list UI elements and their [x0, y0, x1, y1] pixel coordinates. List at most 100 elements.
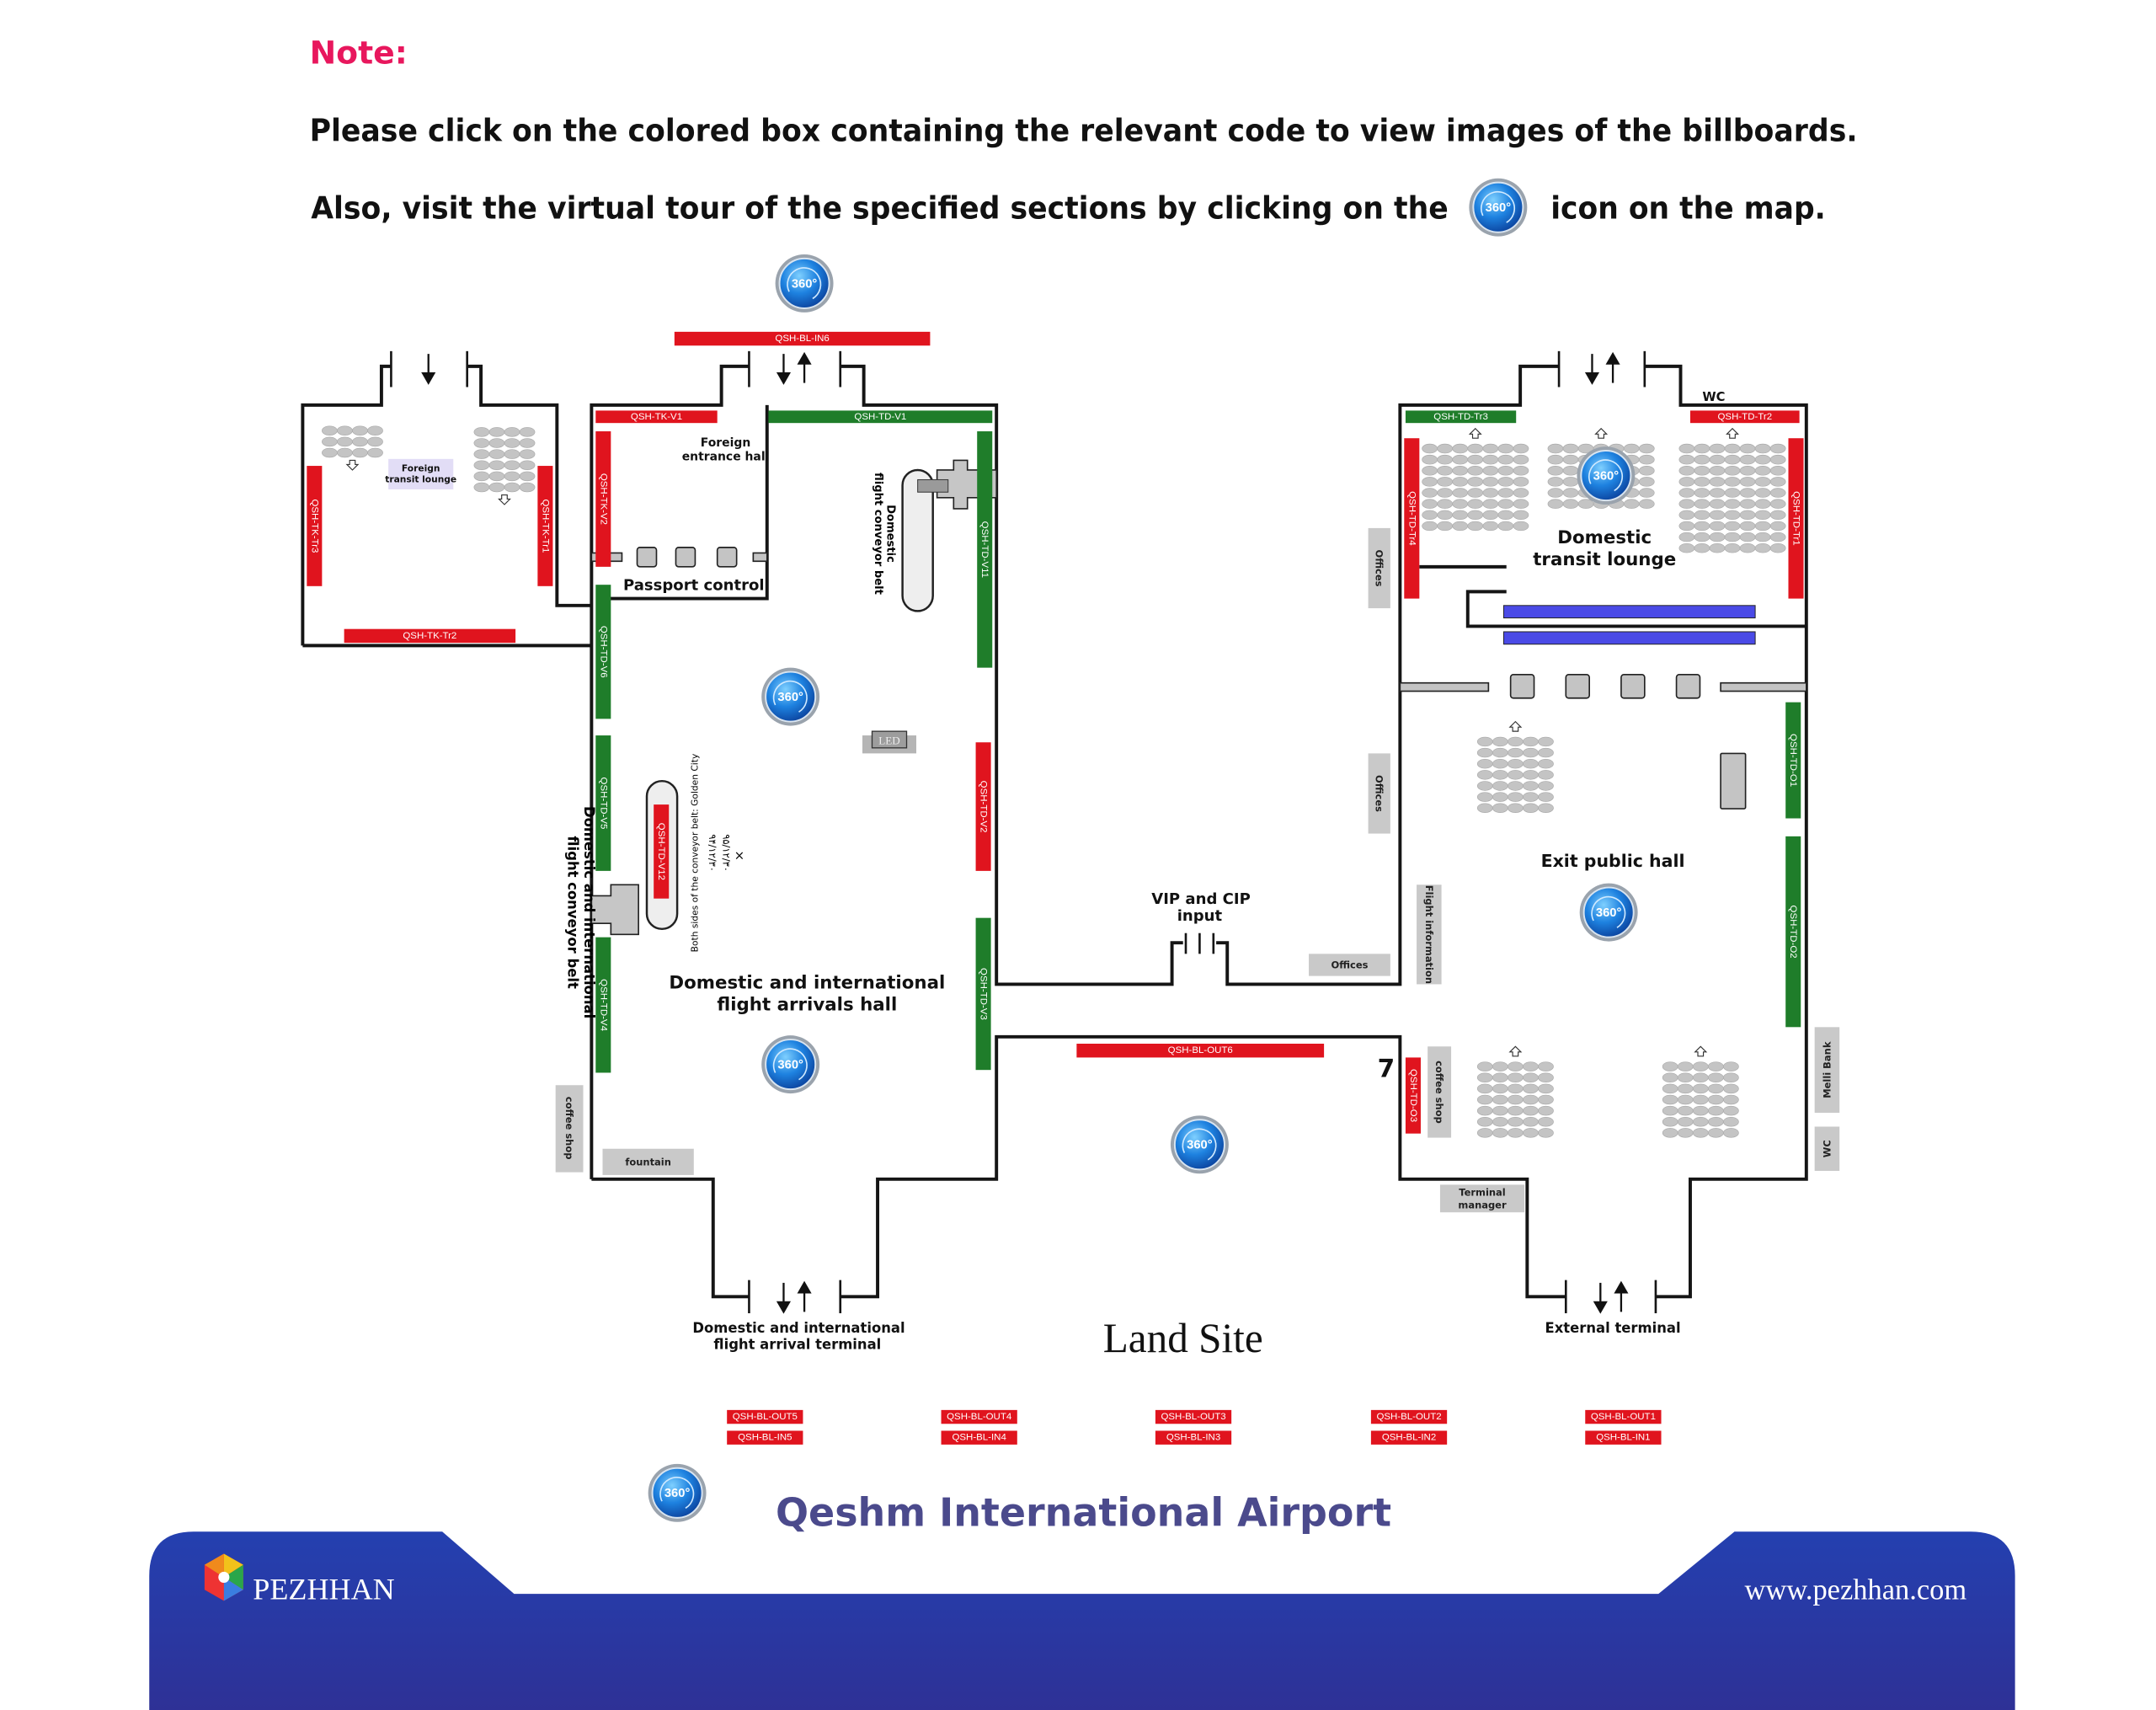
billboard-box[interactable] — [941, 1409, 1017, 1424]
billboard-code: QSH-TD-V12 — [656, 823, 666, 880]
seating-areas — [322, 425, 1786, 1138]
arrow-up-icon — [1605, 351, 1620, 383]
billboard-qsh-td-tr2[interactable]: QSH-TD-Tr2 — [1689, 410, 1800, 424]
billboard-box[interactable] — [975, 917, 991, 1071]
360-tour-icon[interactable]: 360° — [775, 254, 834, 313]
billboard-box[interactable] — [1585, 1430, 1662, 1445]
billboard-box[interactable] — [1785, 702, 1801, 819]
golden-city-date-2: ۹۵/۱۲/۳۰ — [720, 834, 732, 872]
billboard-box[interactable] — [537, 466, 553, 586]
billboard-box[interactable] — [941, 1430, 1017, 1445]
exit-gates — [1399, 674, 1807, 810]
billboard-box[interactable] — [595, 410, 718, 424]
billboard-code: QSH-BL-IN5 — [738, 1433, 792, 1443]
external-terminal-label: External terminal — [1545, 1320, 1681, 1336]
360-tour-icon[interactable]: 360° — [648, 1463, 707, 1522]
billboard-box[interactable] — [595, 735, 611, 871]
billboard-box[interactable] — [977, 431, 993, 668]
passport-control-label: Passport control — [623, 577, 765, 595]
billboard-qsh-td-v12[interactable]: QSH-TD-V12 — [654, 804, 670, 899]
billboard-qsh-td-tr3[interactable]: QSH-TD-Tr3 — [1405, 410, 1517, 424]
billboard-box[interactable] — [595, 585, 611, 719]
billboard-qsh-bl-out3[interactable]: QSH-BL-OUT3 — [1155, 1409, 1232, 1424]
billboard-box[interactable] — [595, 937, 611, 1073]
billboard-qsh-bl-out4[interactable]: QSH-BL-OUT4 — [941, 1409, 1017, 1424]
360-tour-icon[interactable]: 360° — [1170, 1115, 1229, 1174]
billboard-box[interactable] — [307, 466, 323, 586]
billboard-qsh-bl-out2[interactable]: QSH-BL-OUT2 — [1370, 1409, 1448, 1424]
billboard-box[interactable] — [1785, 836, 1801, 1028]
billboard-qsh-bl-in2[interactable]: QSH-BL-IN2 — [1370, 1430, 1448, 1445]
billboard-qsh-bl-in5[interactable]: QSH-BL-IN5 — [727, 1430, 803, 1445]
billboard-box[interactable] — [344, 628, 516, 644]
billboard-box[interactable] — [727, 1430, 803, 1445]
billboard-qsh-td-v4[interactable]: QSH-TD-V4 — [595, 937, 611, 1073]
billboard-qsh-td-v11[interactable]: QSH-TD-V11 — [977, 431, 993, 668]
billboard-qsh-td-o2[interactable]: QSH-TD-O2 — [1785, 836, 1801, 1028]
billboard-qsh-td-v5[interactable]: QSH-TD-V5 — [595, 735, 611, 871]
arrow-down-icon — [776, 354, 792, 385]
billboard-box[interactable] — [1585, 1409, 1662, 1424]
facility-offices-3: Offices — [1309, 954, 1390, 976]
footer-brand: PEZHHAN — [253, 1573, 394, 1606]
billboard-qsh-td-v1[interactable]: QSH-TD-V1 — [768, 410, 993, 424]
billboard-qsh-td-v2[interactable]: QSH-TD-V2 — [975, 742, 991, 871]
billboard-box[interactable] — [727, 1409, 803, 1424]
billboard-qsh-td-tr1[interactable]: QSH-TD-Tr1 — [1788, 438, 1804, 599]
billboard-box[interactable] — [595, 431, 611, 567]
billboard-code: QSH-TD-O1 — [1788, 734, 1798, 787]
billboard-qsh-bl-out1[interactable]: QSH-BL-OUT1 — [1585, 1409, 1662, 1424]
billboard-qsh-tk-tr1[interactable]: QSH-TK-Tr1 — [537, 466, 553, 586]
billboard-code: QSH-TD-V3 — [979, 968, 989, 1020]
billboard-box[interactable] — [1155, 1409, 1232, 1424]
footer-website[interactable]: www.pezhhan.com — [1744, 1574, 1967, 1606]
billboard-qsh-tk-v1[interactable]: QSH-TK-V1 — [595, 410, 718, 424]
billboard-box[interactable] — [1788, 438, 1804, 599]
billboard-box[interactable] — [1370, 1430, 1448, 1445]
svg-text:Melli Bank: Melli Bank — [1821, 1041, 1833, 1098]
billboard-qsh-td-v6[interactable]: QSH-TD-V6 — [595, 585, 611, 719]
billboard-box[interactable] — [1155, 1430, 1232, 1445]
billboard-qsh-td-tr4[interactable]: QSH-TD-Tr4 — [1404, 438, 1420, 599]
billboard-box[interactable] — [1405, 1057, 1421, 1134]
domestic-conveyor-label: Domesticflight conveyor belt — [872, 473, 897, 595]
billboard-qsh-bl-in4[interactable]: QSH-BL-IN4 — [941, 1430, 1017, 1445]
billboard-code: QSH-BL-OUT2 — [1376, 1412, 1441, 1422]
billboard-box[interactable] — [768, 410, 993, 424]
billboard-box[interactable] — [975, 742, 991, 871]
billboard-box[interactable] — [1405, 410, 1517, 424]
facility-coffee-shop-left: coffee shop — [555, 1085, 584, 1173]
billboard-code: QSH-TK-V1 — [631, 412, 682, 422]
billboard-qsh-td-o3[interactable]: QSH-TD-O3 — [1405, 1057, 1421, 1134]
billboard-qsh-td-v3[interactable]: QSH-TD-V3 — [975, 917, 991, 1071]
billboard-code: QSH-BL-OUT5 — [733, 1412, 798, 1422]
billboard-qsh-tk-tr3[interactable]: QSH-TK-Tr3 — [307, 466, 323, 586]
billboard-box[interactable] — [654, 804, 670, 899]
billboard-qsh-tk-tr2[interactable]: QSH-TK-Tr2 — [344, 628, 516, 644]
360-tour-icon[interactable]: 360° — [1469, 178, 1528, 237]
svg-text:coffee shop: coffee shop — [1433, 1061, 1445, 1124]
billboard-qsh-tk-v2[interactable]: QSH-TK-V2 — [595, 431, 611, 567]
billboard-box[interactable] — [1689, 410, 1800, 424]
seat-arrow-icon — [1468, 427, 1482, 439]
billboard-box[interactable] — [1370, 1409, 1448, 1424]
pezhhan-logo-icon — [204, 1553, 243, 1601]
billboard-box[interactable] — [674, 331, 931, 346]
billboard-qsh-bl-in1[interactable]: QSH-BL-IN1 — [1585, 1430, 1662, 1445]
note-section: Note: Please click on the colored box co… — [310, 35, 1858, 227]
billboard-qsh-td-o1[interactable]: QSH-TD-O1 — [1785, 702, 1801, 819]
seat-block — [1662, 1045, 1739, 1138]
land-site-label: Land Site — [1103, 1315, 1263, 1361]
billboard-box[interactable] — [1404, 438, 1420, 599]
billboard-qsh-bl-in6[interactable]: QSH-BL-IN6 — [674, 331, 931, 346]
billboard-qsh-bl-out6[interactable]: QSH-BL-OUT6 — [1076, 1044, 1325, 1058]
360-tour-icon[interactable]: 360° — [761, 1035, 820, 1094]
360-tour-icon[interactable]: 360° — [761, 667, 820, 726]
airport-title: Qeshm International Airport — [776, 1490, 1391, 1536]
vip-cip-label-2: input — [1177, 907, 1223, 925]
360-tour-icon[interactable]: 360° — [1579, 883, 1638, 942]
billboard-qsh-bl-out5[interactable]: QSH-BL-OUT5 — [727, 1409, 803, 1424]
billboard-qsh-bl-in3[interactable]: QSH-BL-IN3 — [1155, 1430, 1232, 1445]
360-tour-icon[interactable]: 360° — [1577, 446, 1636, 505]
billboard-box[interactable] — [1076, 1044, 1325, 1058]
